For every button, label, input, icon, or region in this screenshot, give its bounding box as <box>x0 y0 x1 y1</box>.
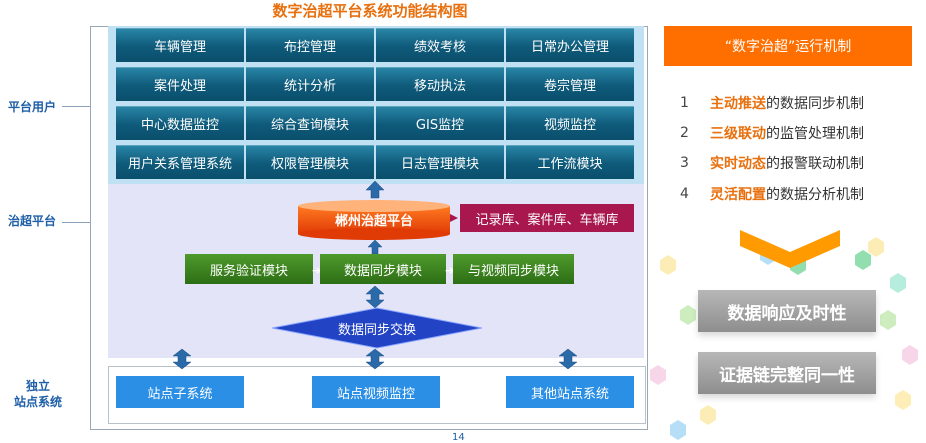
service-arrow-2-icon: ➔ <box>445 264 455 277</box>
module-dossier-management: 卷宗管理 <box>506 67 634 101</box>
arrow-updown-exchange-icon <box>365 285 385 309</box>
station-subsystem: 站点子系统 <box>116 376 244 408</box>
exchange-label: 数据同步交换 <box>337 323 416 338</box>
arrow-up-db-icon <box>365 180 385 199</box>
label-stations: 独立 站点系统 <box>14 379 63 409</box>
module-daily-office: 日常办公管理 <box>506 28 634 62</box>
module-performance-review: 绩效考核 <box>376 28 504 62</box>
module-mobile-enforcement: 移动执法 <box>376 67 504 101</box>
station-other-systems: 其他站点系统 <box>506 376 634 408</box>
mechanism-header: “数字治超”运行机制 <box>664 26 912 66</box>
arrow-updown-station1-icon <box>172 348 192 370</box>
service-video-sync-module: 与视频同步模块 <box>453 254 574 284</box>
connector-line-users <box>62 106 108 107</box>
module-deployment-control: 布控管理 <box>246 28 374 62</box>
result-evidence-chain: 证据链完整同一性 <box>698 352 876 394</box>
station-video-monitoring: 站点视频监控 <box>312 376 440 408</box>
mechanism-item-2: 2 三级联动的监管处理机制 <box>680 125 864 142</box>
module-query: 综合查询模块 <box>246 106 374 140</box>
arrow-up-services-icon <box>367 239 383 255</box>
module-statistics: 统计分析 <box>246 67 374 101</box>
service-auth-module: 服务验证模块 <box>185 254 313 284</box>
module-video-monitoring: 视频监控 <box>506 106 634 140</box>
module-crm: 用户关系管理系统 <box>116 145 244 179</box>
arrow-updown-station2-icon <box>365 348 385 370</box>
user-modules-grid: 车辆管理 布控管理 绩效考核 日常办公管理 案件处理 统计分析 移动执法 卷宗管… <box>116 28 636 179</box>
data-stores-box: 记录库、案件库、车辆库 <box>460 204 634 232</box>
module-workflow: 工作流模块 <box>506 145 634 179</box>
diagram-title: 数字治超平台系统功能结构图 <box>272 2 468 20</box>
platform-database-label: 郴州治超平台 <box>334 214 413 229</box>
module-permissions: 权限管理模块 <box>246 145 374 179</box>
arrow-right-store-icon <box>450 214 458 222</box>
page-number: 14 <box>452 432 465 443</box>
module-gis-monitoring: GIS监控 <box>376 106 504 140</box>
module-vehicle-management: 车辆管理 <box>116 28 244 62</box>
mechanism-item-4: 4 灵活配置的数据分析机制 <box>680 186 864 203</box>
label-platform: 治超平台 <box>8 214 57 228</box>
mechanism-item-1: 1 主动推送的数据同步机制 <box>680 95 864 112</box>
module-logs: 日志管理模块 <box>376 145 504 179</box>
connector-line-platform <box>62 222 108 223</box>
result-response-timeliness: 数据响应及时性 <box>698 290 876 332</box>
service-arrow-1-icon: ➔ <box>312 264 322 277</box>
service-sync-module: 数据同步模块 <box>320 254 446 284</box>
module-center-monitoring: 中心数据监控 <box>116 106 244 140</box>
exchange-diamond <box>271 307 483 349</box>
module-case-handling: 案件处理 <box>116 67 244 101</box>
decorative-hexagons <box>650 230 918 440</box>
mechanism-item-3: 3 实时动态的报警联动机制 <box>680 155 864 172</box>
arrow-updown-station3-icon <box>558 348 578 370</box>
chevron-down-icon <box>740 230 840 268</box>
platform-database: 郴州治超平台 <box>298 200 450 240</box>
label-platform-users: 平台用户 <box>8 100 57 114</box>
